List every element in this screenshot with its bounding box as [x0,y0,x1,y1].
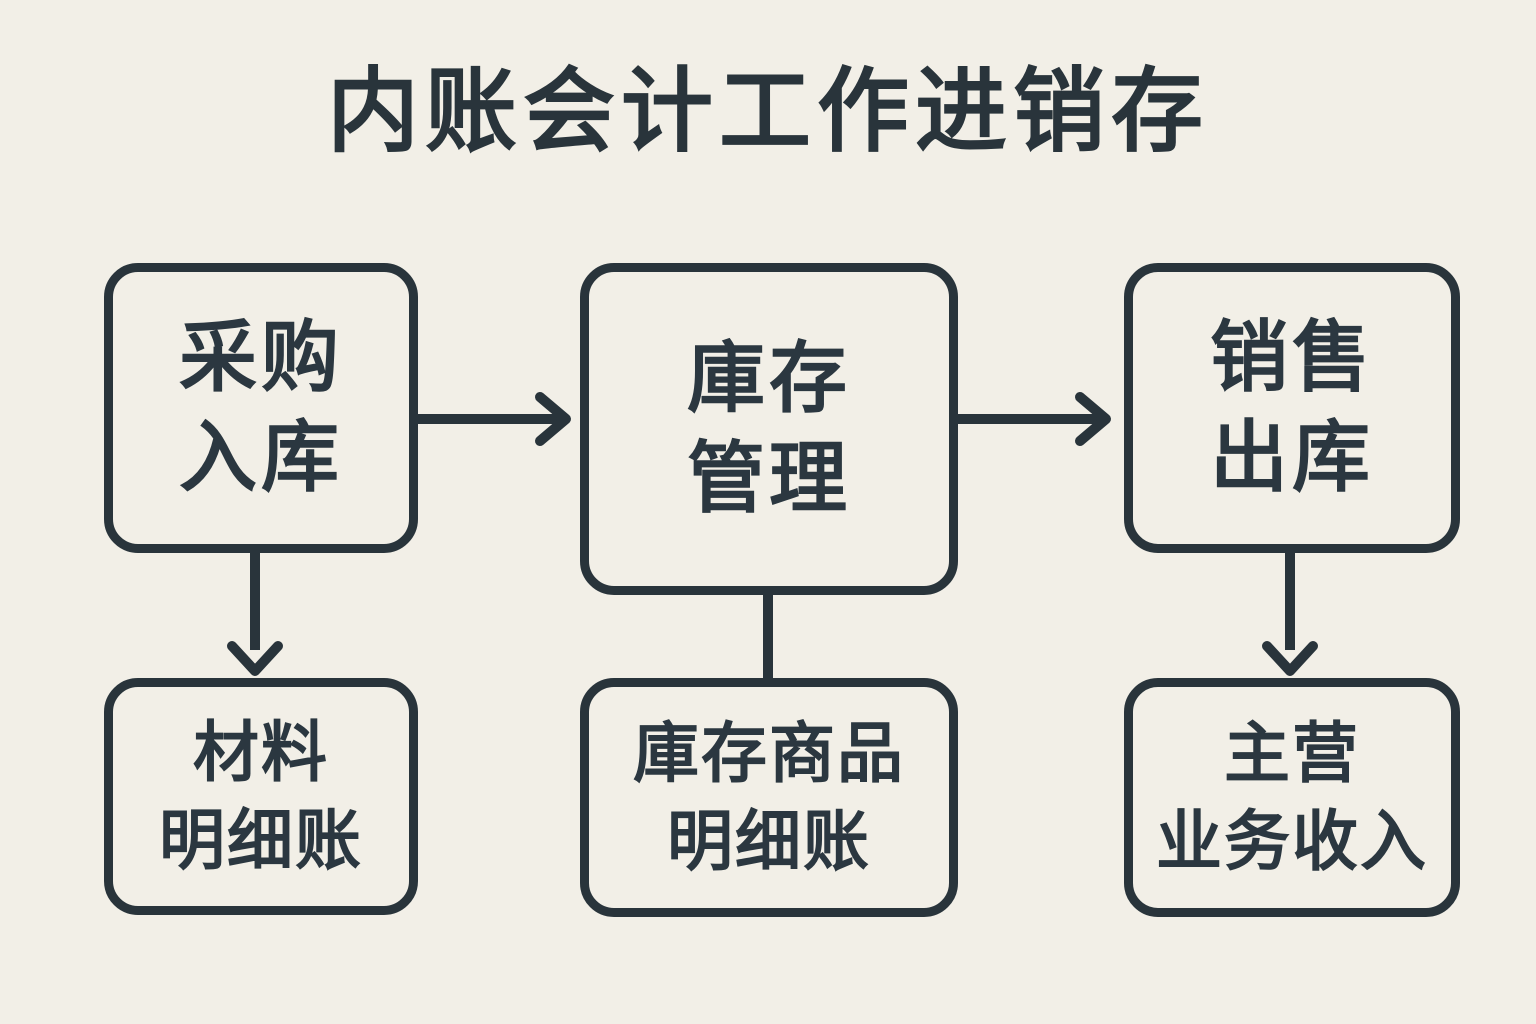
node-label-line: 庫存 [686,334,851,423]
node-label-line: 管理 [686,434,851,522]
node-materials-ledger: 材料 明细账 [104,678,418,915]
node-purchase-inbound-label: 采购 入库 [179,308,343,508]
node-label-line: 出库 [1209,413,1374,501]
node-materials-ledger-label: 材料 明细账 [159,709,363,883]
node-purchase-inbound: 采购 入库 [104,263,418,553]
edge-purchase-to-inventory-arrow [414,392,571,446]
node-inventory-management: 庫存 管理 [580,263,958,595]
node-inventory-goods-ledger: 庫存商品 明细账 [580,678,958,917]
edge-sales-to-revenue-arrow [1262,550,1318,676]
node-label-line: 采购 [178,313,343,402]
node-main-business-revenue-label: 主营 业务收入 [1156,710,1428,884]
edge-purchase-to-materials-ledger-arrow [227,550,283,676]
node-label-line: 庫存商品 [633,716,905,791]
page-title: 内账会计工作进销存 [326,61,1209,163]
node-sales-outbound: 销售 出库 [1124,263,1460,553]
node-label-line: 明细账 [159,802,363,877]
node-label-line: 销售 [1209,313,1374,402]
node-sales-outbound-label: 销售 出库 [1210,308,1374,508]
node-inventory-management-label: 庫存 管理 [687,329,851,529]
edge-inventory-to-sales-arrow [956,392,1111,446]
node-label-line: 主营 [1224,716,1360,791]
node-main-business-revenue: 主营 业务收入 [1124,678,1460,917]
node-label-line: 明细账 [667,803,871,878]
node-label-line: 入库 [178,413,343,501]
node-label-line: 材料 [193,715,329,790]
node-label-line: 业务收入 [1156,803,1428,878]
node-inventory-goods-ledger-label: 庫存商品 明细账 [633,710,905,884]
